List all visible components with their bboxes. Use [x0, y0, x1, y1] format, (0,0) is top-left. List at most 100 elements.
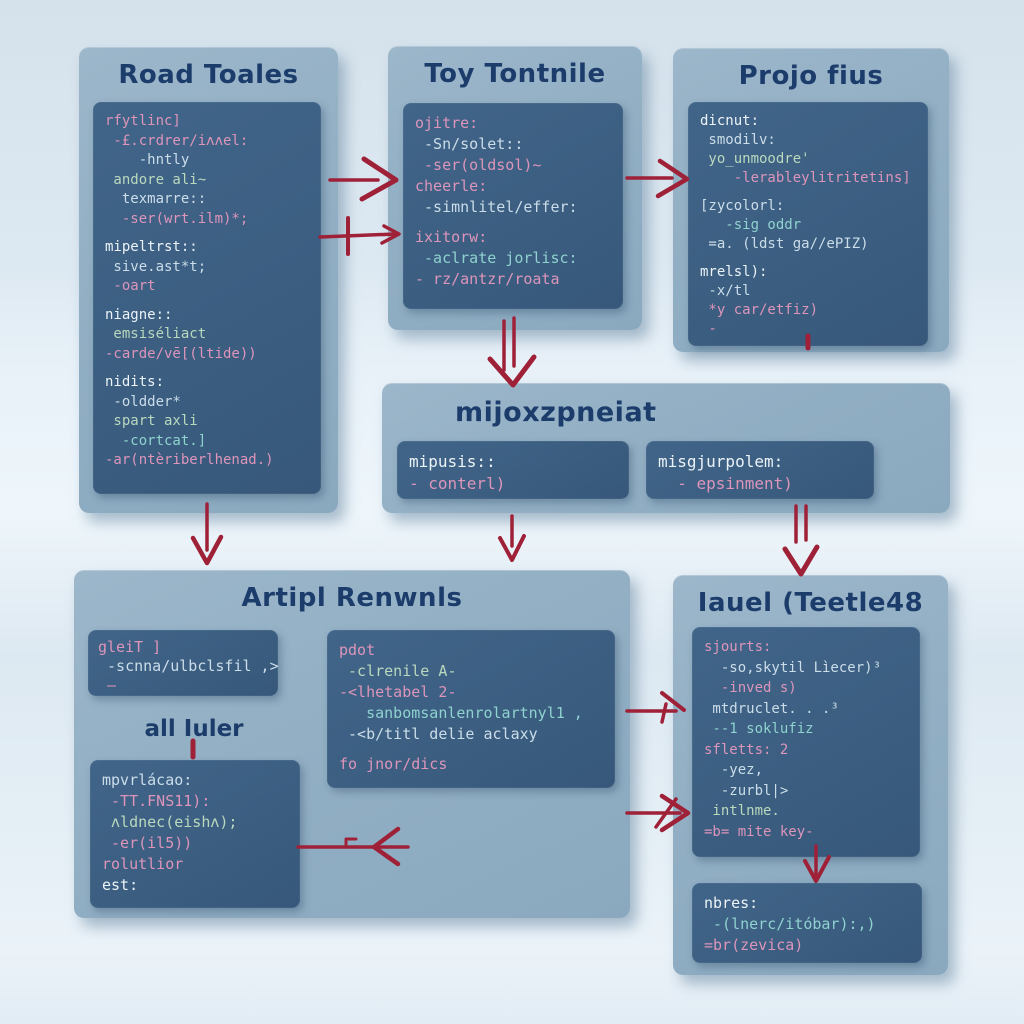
code-block-gleit: gleiT ] -scnna/ulbclsfil ,> —: [88, 630, 278, 696]
panel-title-road-toales: Road Toales: [118, 60, 299, 90]
panel-title-iauel-teetle48: Iauel (Teetle48: [697, 588, 924, 618]
code-line: pdot: [339, 641, 376, 659]
code-line: -scnna/ulbclsfil ,>: [98, 657, 278, 675]
arrow-road-to-toy-upper: [328, 156, 399, 202]
code-line: [700, 188, 916, 197]
code-line: ixitorw:: [415, 228, 488, 246]
code-line: - rz/antzr/roata: [415, 270, 560, 288]
code-block-mipusis: mipusis::- conterl): [397, 441, 629, 499]
code-line: rolutlior: [102, 855, 184, 873]
code-line: -so,skytil Lìecer)³: [704, 659, 882, 676]
code-line: -oart: [105, 278, 156, 294]
code-line: -<lhetabel 2-: [339, 683, 457, 701]
code-line: -er(il5)): [102, 834, 193, 852]
code-line: -(lnerc/itóbar):,): [704, 915, 876, 933]
code-line: =a. (ldst ga//ePIZ): [700, 236, 869, 252]
panel-mijoxzpneiat: mijoxzpneiat mipusis::- conterl) misgjur…: [382, 383, 950, 513]
code-line: - epsinment): [658, 474, 793, 493]
code-line: mpvrlácao:: [102, 771, 193, 789]
code-line: cheerle:: [415, 177, 488, 195]
code-line: —: [98, 676, 117, 694]
code-line: -zurbl|>: [704, 782, 789, 799]
code-block-projo-fius: dicnut: smodilv: yo_unmoodre' -lerableyl…: [688, 102, 928, 346]
code-line: *y car/etfiz): [700, 302, 819, 318]
code-line: nidits:: [105, 374, 165, 390]
code-line: -£.crdrer/iʌʌel:: [105, 132, 249, 149]
code-block-toy-tontnile: ojitre: -Sn/solet:: -ser(oldsol)~cheerle…: [403, 103, 623, 309]
code-line: =b= mite key-: [704, 823, 814, 840]
code-line: [105, 364, 309, 373]
code-line: mrelsl):: [700, 264, 768, 280]
panel-projo-fius: Projo fius dicnut: smodilv: yo_unmoodre'…: [673, 48, 949, 352]
code-line: =br(zevica): [704, 936, 804, 954]
panel-title-mijoxzpneiat: mijoxzpneiat: [455, 397, 657, 428]
code-line: -inved s): [704, 680, 797, 696]
code-line: [zycolorl:: [700, 198, 785, 214]
code-block-mpvrlacao: mpvrlácao: -TT.FNS11): ʌldnec(eishʌ); -e…: [90, 760, 300, 908]
panel-title-artipl-renwnls: Artipl Renwnls: [241, 583, 463, 613]
code-line: sfletts: 2: [704, 741, 789, 758]
code-line: -x/tl: [700, 283, 751, 299]
code-line: fo jnor/dics: [339, 755, 448, 773]
code-line: sanbomsanlenrolartnyl1 ,: [339, 704, 583, 722]
panel-toy-tontnile: Toy Tontnile ojitre: -Sn/solet:: -ser(ol…: [388, 46, 642, 330]
code-line: spart axli: [105, 413, 198, 429]
arrow-mijox-to-artipl: [498, 514, 526, 562]
code-line: -<b/titl delie aclaxy: [339, 725, 538, 743]
code-line: [339, 745, 603, 754]
code-line: rfytlinc]: [105, 113, 181, 129]
code-line: -simnlitel/effer:: [415, 198, 578, 216]
code-line: [415, 218, 611, 227]
code-line: niagne::: [105, 306, 173, 323]
code-line: -lerableylitritetins]: [700, 170, 911, 186]
code-line: -ser(oldsol)~: [415, 156, 542, 174]
code-line: -yez,: [704, 762, 764, 778]
code-block-road-toales: rfytlinc] -£.crdrer/iʌʌel: -hntly andore…: [93, 102, 321, 494]
code-line: -TT.FNS11):: [102, 792, 211, 810]
code-line: -ser(wrt.ilm)*;: [105, 210, 249, 227]
panel-title-toy-tontnile: Toy Tontnile: [424, 59, 606, 89]
code-line: est:: [102, 876, 139, 894]
arrow-mijox-to-iauel: [782, 504, 820, 577]
code-line: nbres:: [704, 894, 759, 912]
code-line: dicnut:: [700, 113, 760, 129]
code-line: mipeltrst::: [105, 239, 198, 255]
code-line: andore ali~: [105, 171, 207, 188]
code-block-nbres: nbres: -(lnerc/itóbar):,) =br(zevica): [692, 883, 922, 963]
code-line: intlnme.: [704, 803, 780, 819]
code-line: emsiséliact: [105, 326, 207, 342]
code-line: -clrenile A-: [339, 662, 457, 680]
code-line: [700, 254, 916, 263]
code-line: - conterl): [409, 474, 506, 493]
code-line: [105, 229, 309, 238]
panel-artipl-renwnls: Artipl Renwnls gleiT ] -scnna/ulbclsfil …: [74, 570, 630, 918]
code-line: -carde/vē[(ltide)): [105, 345, 257, 362]
code-line: sjourts:: [704, 639, 772, 655]
code-block-pdot: pdot -clrenile A- -<lhetabel 2- sanbomsan…: [327, 630, 615, 788]
sub-label-all-iuler: all Iuler: [144, 716, 244, 742]
code-line: sive.ast*t;: [105, 258, 207, 275]
code-line: [105, 297, 309, 306]
code-line: gleiT ]: [98, 638, 162, 656]
code-line: -aclrate jorlisc:: [415, 249, 578, 267]
code-line: ojitre:: [415, 114, 479, 132]
code-block-misgurpolem: misgjurpolem: - epsinment): [646, 441, 874, 499]
code-line: -ar(ntèriberlhenad.): [105, 452, 274, 468]
code-line: mtdruclet. . .³: [704, 700, 839, 717]
code-line: texmarre::: [105, 191, 207, 207]
code-block-sjourts: sjourts: -so,skytil Lìecer)³ -inved s) m…: [692, 627, 920, 857]
code-line: yo_unmoodre': [700, 151, 810, 167]
code-line: -: [700, 321, 717, 337]
code-line: -sig oddr: [700, 217, 802, 233]
code-line: -hntly: [105, 152, 190, 168]
code-line: --1 soklufiz: [704, 721, 814, 737]
code-line: smodilv:: [700, 132, 776, 148]
panel-iauel-teetle48: Iauel (Teetle48 sjourts: -so,skytil Lìec…: [673, 575, 948, 975]
code-line: -Sn/solet::: [415, 135, 524, 153]
code-line: ʌldnec(eishʌ);: [102, 813, 238, 831]
panel-road-toales: Road Toales rfytlinc] -£.crdrer/iʌʌel: -…: [79, 47, 338, 513]
code-line: misgjurpolem:: [658, 452, 784, 471]
code-line: mipusis::: [409, 452, 496, 471]
code-line: -cortcat.]: [105, 432, 207, 449]
panel-title-projo-fius: Projo fius: [738, 61, 884, 91]
